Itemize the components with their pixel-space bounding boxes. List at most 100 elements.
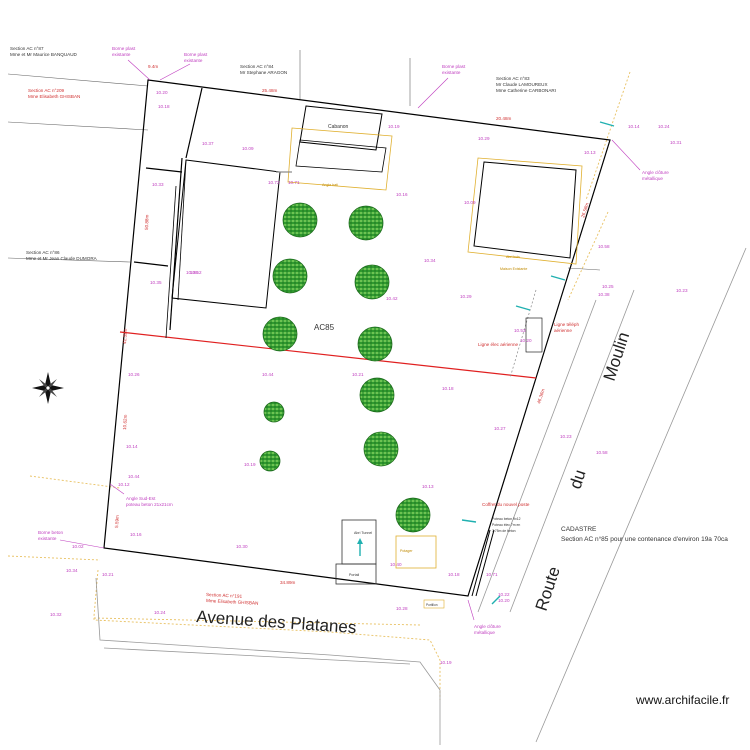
- tree: [282, 202, 318, 238]
- plot-label: AC85: [314, 323, 335, 332]
- neighbour-building: [467, 157, 583, 265]
- dimension-labels: 9.4m 25.48m 20.48m 26.58m 46.36m 50.88m …: [114, 64, 590, 585]
- avenue-label: Avenue des Platanes: [196, 607, 357, 637]
- svg-text:existante: existante: [442, 70, 461, 75]
- spot-height: 10.24: [154, 610, 166, 615]
- tree: [259, 450, 281, 472]
- svg-text:poteau beton 21x21cm: poteau beton 21x21cm: [126, 502, 173, 507]
- telephone-line: [509, 289, 537, 379]
- tree: [357, 326, 393, 362]
- spot-height: 10.28: [396, 606, 408, 611]
- svg-text:Borne plast: Borne plast: [184, 52, 208, 57]
- road-edges: [95, 247, 747, 745]
- svg-text:9.4m: 9.4m: [148, 64, 158, 69]
- spot-height: 10.52: [190, 270, 202, 275]
- driveway-edge: [471, 529, 491, 597]
- portail-structures: [335, 317, 543, 609]
- spot-height: 10.22: [498, 592, 510, 597]
- spot-height: 10.34: [66, 568, 78, 573]
- watermark: www.archifacile.fr: [635, 693, 729, 707]
- spot-height: 10.38: [598, 292, 610, 297]
- spot-height: 10.23: [560, 434, 572, 439]
- spot-height: 10.44: [128, 474, 140, 479]
- dimension-arrows: [133, 87, 292, 331]
- access-arrows: [357, 121, 615, 605]
- spot-height: 10.72: [268, 180, 280, 185]
- svg-text:Ligne téléph: Ligne téléph: [554, 322, 579, 327]
- svg-text:34.89m: 34.89m: [280, 580, 295, 585]
- spot-height: 10.20: [520, 338, 532, 343]
- svg-text:41.39m: 41.39m: [122, 328, 128, 344]
- spot-height: 10.44: [262, 372, 274, 377]
- spot-height: 10.25: [602, 284, 614, 289]
- spot-height: 10.21: [102, 572, 114, 577]
- cadastre-desc: Section AC n°85 pour une contenance d'en…: [561, 535, 728, 543]
- trees: [259, 202, 431, 533]
- svg-text:Ligne élec aérienne: Ligne élec aérienne: [478, 342, 519, 347]
- svg-text:Borne plast: Borne plast: [442, 64, 466, 69]
- tree: [272, 258, 308, 294]
- svg-text:5.59m: 5.59m: [114, 515, 120, 528]
- spot-height: 10.12: [118, 482, 130, 487]
- spot-height: 10.09: [464, 200, 476, 205]
- spot-height: 10.58: [596, 450, 608, 455]
- svg-text:existante: existante: [38, 536, 57, 541]
- svg-text:Section AC n°84: Section AC n°84: [240, 64, 274, 69]
- svg-text:7.75m de beton: 7.75m de beton: [492, 529, 516, 533]
- svg-text:Angle Sud-Est: Angle Sud-Est: [126, 496, 156, 501]
- spot-height: 10.20: [156, 90, 168, 95]
- spot-height: 10.18: [442, 386, 454, 391]
- svg-text:50.88m: 50.88m: [144, 214, 150, 230]
- svg-text:existante: existante: [184, 58, 203, 63]
- spot-height: 10.19: [440, 660, 452, 665]
- svg-text:métallique: métallique: [642, 176, 663, 181]
- power-line: [119, 331, 537, 379]
- svg-text:Mr Stephane ARAGON: Mr Stephane ARAGON: [240, 70, 287, 75]
- svg-text:Mme Catherine CARBONARI: Mme Catherine CARBONARI: [496, 88, 556, 93]
- compass-rose-icon: [32, 372, 64, 404]
- route-label-3: Moulin: [600, 330, 634, 384]
- spot-height: 10.34: [424, 258, 436, 263]
- spot-height: 10.71: [288, 180, 300, 185]
- spot-height: 10.09: [242, 146, 254, 151]
- house: [165, 159, 281, 339]
- neighbour-labels: Section AC n°87 Mme et Mr Maurice BANQUA…: [10, 46, 556, 606]
- spot-height: 10.29: [460, 294, 472, 299]
- spot-height: 10.37: [202, 141, 214, 146]
- spot-height: 10.40: [390, 562, 402, 567]
- svg-text:25.48m: 25.48m: [262, 88, 277, 93]
- spot-height: 10.16: [130, 532, 142, 537]
- spot-height: 10.19: [388, 124, 400, 129]
- spot-height: 10.35: [150, 280, 162, 285]
- svg-text:Section AC n°87: Section AC n°87: [10, 46, 44, 51]
- svg-text:Mr Claude LAMOUREUX: Mr Claude LAMOUREUX: [496, 82, 548, 87]
- tree: [262, 316, 298, 352]
- svg-text:20.48m: 20.48m: [496, 116, 511, 121]
- route-label-2: du: [566, 467, 590, 491]
- annotations: Borne plast existante Borne plast exista…: [38, 46, 669, 635]
- route-label-1: Route: [532, 564, 564, 613]
- spot-height: 10.26: [128, 372, 140, 377]
- svg-text:Angle clôture: Angle clôture: [474, 624, 501, 629]
- spot-height: 10.29: [478, 136, 490, 141]
- spot-height: 10.18: [158, 104, 170, 109]
- svg-text:Borne plast: Borne plast: [112, 46, 136, 51]
- svg-text:Abri bois: Abri bois: [506, 255, 520, 259]
- tree: [395, 497, 431, 533]
- neighbour-lines: [7, 50, 601, 271]
- spot-height: 10.13: [422, 484, 434, 489]
- spot-height: 10.42: [386, 296, 398, 301]
- tree: [263, 401, 285, 423]
- spot-height: 10.14: [628, 124, 640, 129]
- svg-text:Section AC n°209: Section AC n°209: [28, 88, 65, 93]
- spot-height: 10.53: [514, 328, 526, 333]
- spot-height: 10.58: [598, 244, 610, 249]
- svg-text:Section AC n°86: Section AC n°86: [26, 250, 60, 255]
- svg-text:Borne beton: Borne beton: [38, 530, 63, 535]
- street-edges: [7, 71, 631, 700]
- svg-text:Mme Elisabeth GHISBAN: Mme Elisabeth GHISBAN: [206, 598, 259, 606]
- spot-height: 10.24: [658, 124, 670, 129]
- svg-text:46.36m: 46.36m: [536, 388, 546, 404]
- spot-height: 10.32: [50, 612, 62, 617]
